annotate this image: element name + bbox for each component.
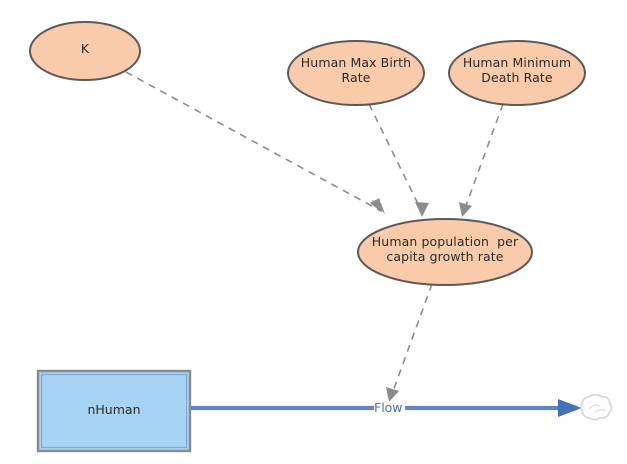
flow-arrowhead [558, 399, 582, 417]
causal-links-layer [125, 71, 504, 402]
link-line [368, 103, 423, 213]
link-growth-rate-to-flow[interactable] [386, 283, 433, 402]
sink-cloud-icon[interactable] [579, 393, 613, 421]
ellipse-human-max-birth-rate[interactable] [287, 40, 425, 106]
link-arrowhead [386, 387, 399, 402]
link-arrowhead [459, 202, 472, 217]
ellipse-k[interactable] [29, 21, 141, 81]
link-birth-rate-to-growth-rate[interactable] [368, 103, 429, 217]
stock-inner-border [40, 373, 188, 449]
link-arrowhead [415, 202, 429, 217]
link-line [125, 71, 382, 212]
link-arrowhead-fill [372, 200, 385, 214]
variable-ellipses-layer [29, 21, 586, 286]
ellipse-human-minimum-death-rate[interactable] [448, 40, 586, 106]
ellipse-human-population-per-capita-growth-rate[interactable] [357, 218, 533, 286]
label-flow[interactable]: Flow [374, 400, 403, 415]
cloud-outline [579, 393, 613, 421]
link-line [391, 283, 433, 395]
stock-outer-border [36, 369, 192, 453]
cloud-detail-2 [594, 408, 606, 413]
link-death-rate-to-growth-rate[interactable] [459, 103, 504, 217]
flow-pipe-layer [190, 399, 582, 417]
link-line [463, 103, 504, 212]
stock-nhuman[interactable] [36, 369, 192, 453]
cloud-detail-1 [588, 404, 600, 410]
link-k-to-growth-rate[interactable] [125, 71, 385, 214]
